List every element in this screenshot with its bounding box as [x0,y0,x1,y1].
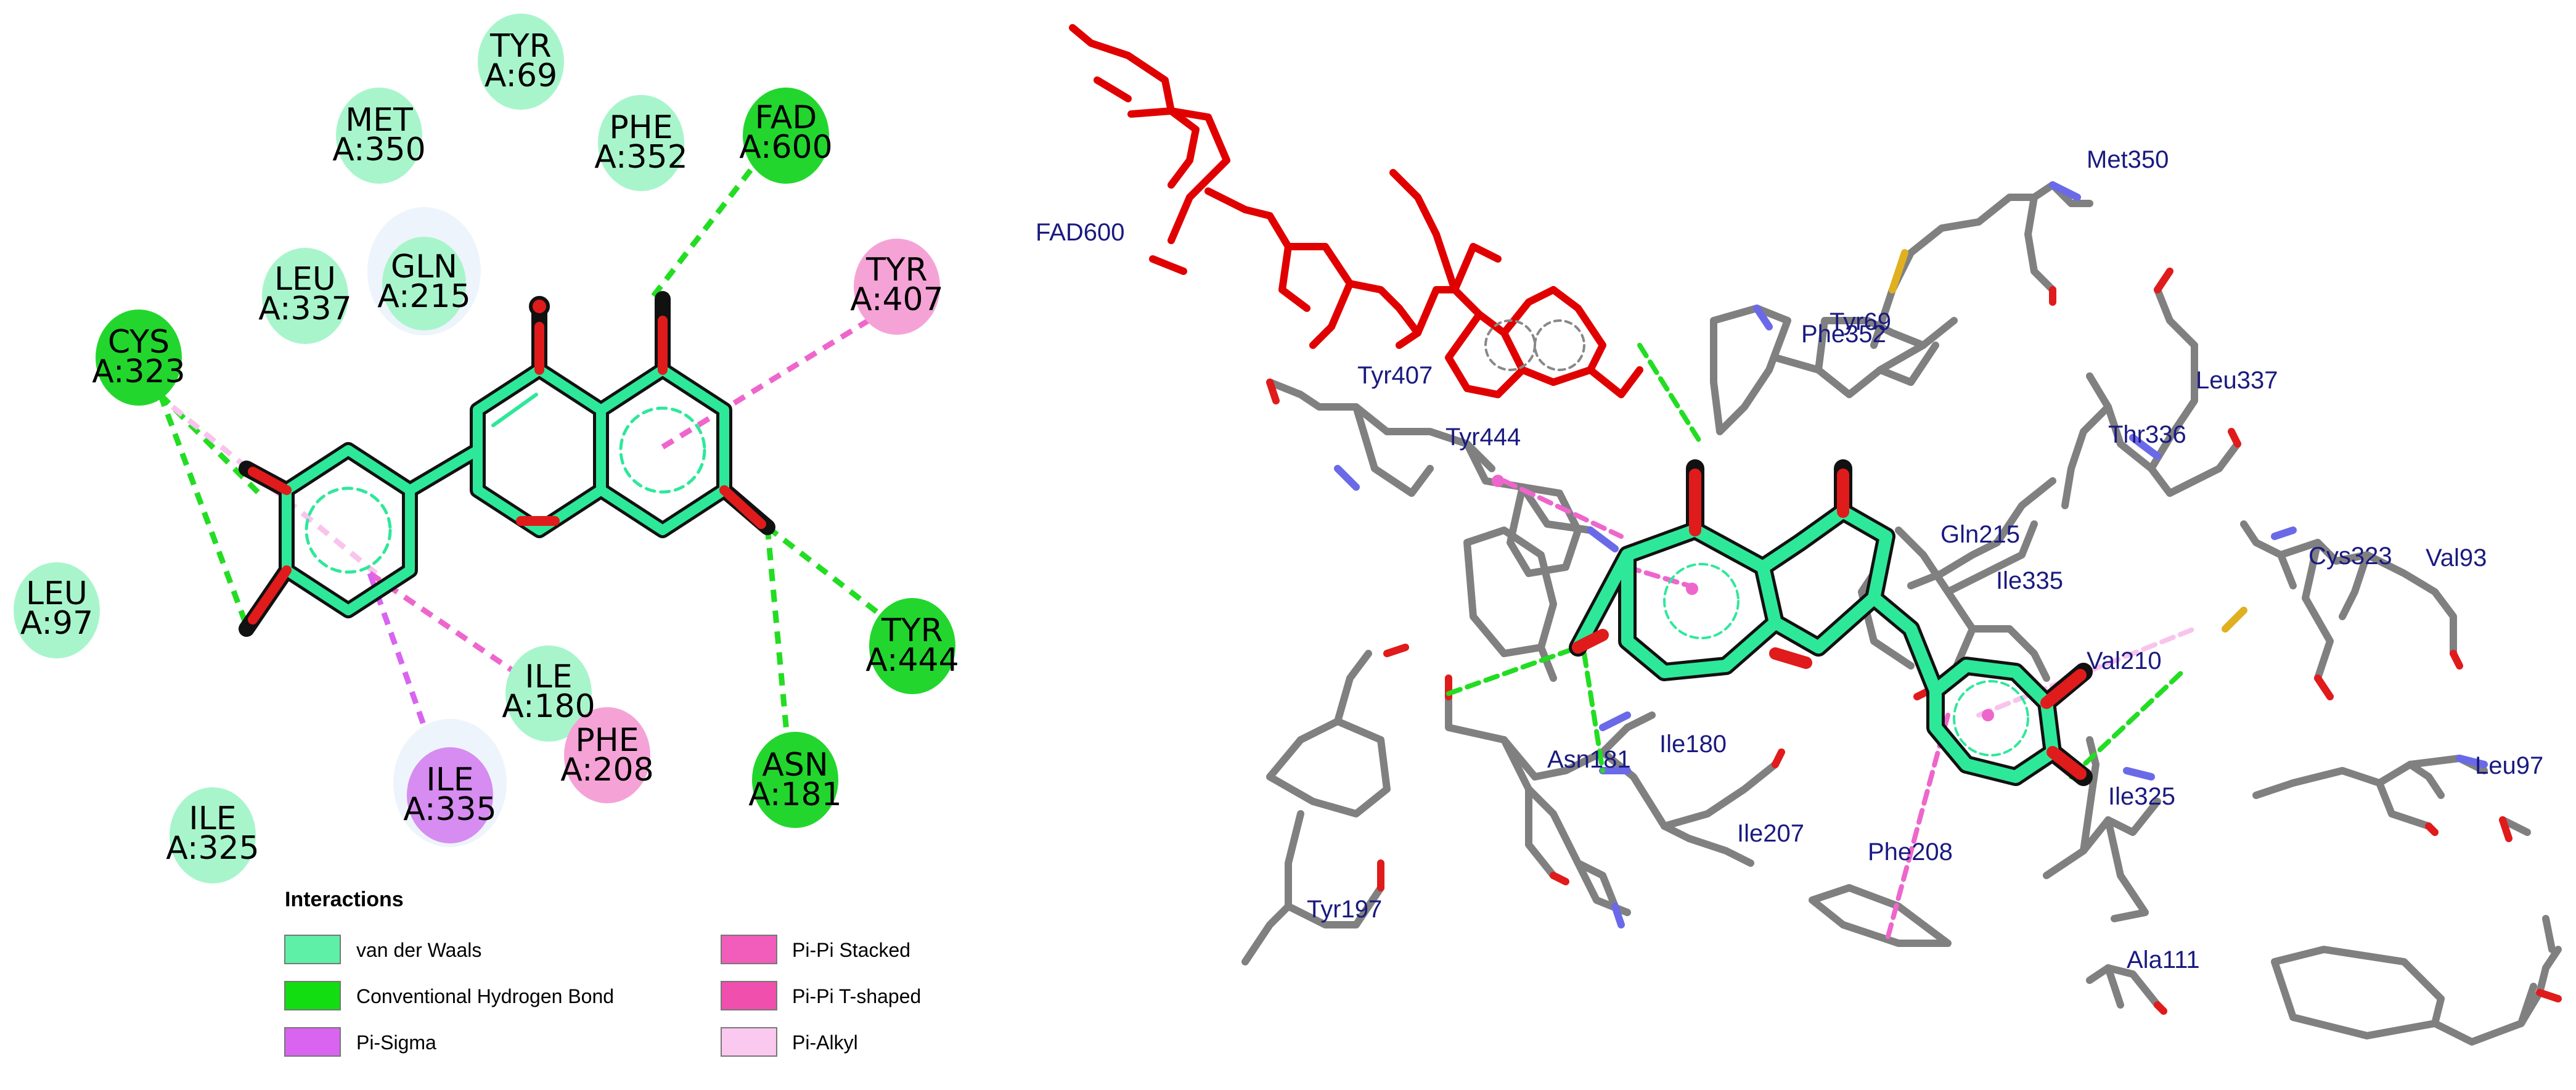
legend-swatch-pi-alkyl [721,1027,777,1057]
residue-ile180-name: ILE [525,658,572,695]
residue-ile325-name: ILE [189,800,236,837]
fad-cofactor [1069,24,1643,398]
residue-ile335-disc [407,747,493,843]
residue-leu97-name: LEU [26,575,88,612]
label-cys323: Cys323 [2308,543,2392,570]
residue-fad600-pos: A:600 [739,129,832,166]
label-val210: Val210 [2087,647,2162,674]
label-ile335: Ile335 [1996,567,2063,594]
label-ile207: Ile207 [1737,820,1804,847]
residue-cys323-disc [96,309,182,406]
residue-met350-pos: A:350 [332,131,425,168]
residue-leu97-pos: A:97 [20,605,93,642]
residue-leu97-disc [14,562,100,658]
binding-pose-3d: FAD600 Met350 Tyr69 Phe352 Leu337 Thr336… [1036,24,2562,1046]
legend-swatch-pi-stacked [721,935,777,964]
residue-phe352-pos: A:352 [594,139,687,176]
residue-phe352-name: PHE [609,109,673,146]
residue-ile335-pos: A:335 [403,791,496,828]
residue-asn181-pos: A:181 [748,776,841,813]
residue-tyr444-name: TYR [881,612,943,649]
hbond-tyr444 [766,525,893,625]
residue-gln215-disc [382,237,466,330]
label-asn181: Asn181 [1547,746,1631,773]
label-tyr444: Tyr444 [1445,424,1521,451]
residue-tyr69-disc [478,14,564,110]
label-gln215: Gln215 [1940,521,2020,548]
residue-tyr407-disc [854,239,940,335]
residue-tyr444-disc [869,598,955,694]
residue-met350-disc [336,88,422,184]
label-leu97: Leu97 [2475,752,2543,779]
residue-asn181-disc [752,732,838,828]
residue-met350-name: MET [345,102,413,139]
residue-cys323-name: CYS [108,324,170,361]
residue-discs [14,14,955,883]
label-fad600: FAD600 [1036,219,1125,246]
legend-swatch-vdw [284,935,341,964]
residue-gln215-pos: A:215 [377,278,470,315]
interactions-legend: Interactions van der Waals Conventional … [284,888,921,1057]
legend-swatch-pi-sigma [284,1027,341,1057]
hbond-fad600 [651,158,761,298]
residue-tyr407-name: TYR [865,252,928,289]
residue-leu337-disc [262,248,348,344]
residue-ile180-pos: A:180 [502,688,595,725]
label-thr336: Thr336 [2108,421,2186,448]
ring-b-aromatic [305,486,392,574]
residue-tyr69-name: TYR [489,28,552,65]
ligand-3d [1569,459,2093,786]
legend-label-hbond: Conventional Hydrogen Bond [356,985,614,1007]
ligand-2d-structure [239,291,775,637]
residue-gln215-name: GLN [391,248,457,285]
hbond-asn181 [764,527,792,759]
label-val93: Val93 [2426,544,2487,572]
protein-residue-sticks [1241,181,2562,1046]
residue-ile325-pos: A:325 [166,830,259,867]
legend-label-pi-tshaped: Pi-Pi T-shaped [792,985,921,1007]
residue-tyr407-pos: A:407 [850,281,943,318]
labels-3d: FAD600 Met350 Tyr69 Phe352 Leu337 Thr336… [1036,146,2543,973]
residue-phe208-disc [564,707,650,803]
residue-cys323-pos: A:323 [92,353,185,390]
label-met350: Met350 [2087,146,2169,173]
residue-ile180-disc [505,645,592,742]
residue-tyr444-pos: A:444 [865,642,959,679]
label-phe208: Phe208 [1868,838,1953,866]
label-phe352: Phe352 [1801,321,1886,348]
ring-a-aromatic [619,406,706,494]
label-ile325: Ile325 [2108,783,2175,810]
protein-sulfur-atoms [1889,249,2247,633]
residue-fad600-disc [743,88,829,184]
legend-swatch-pi-tshaped [721,981,777,1010]
legend-label-pi-sigma: Pi-Sigma [356,1031,436,1054]
label-tyr69: Tyr69 [1830,308,1891,335]
legend-label-pi-alkyl: Pi-Alkyl [792,1031,858,1054]
residue-asn181-name: ASN [762,747,828,784]
residue-leu337-pos: A:337 [258,290,351,327]
residue-leu337-name: LEU [274,261,336,298]
interaction-2d-diagram: TYR A:69 MET A:350 PHE A:352 FAD A:600 T… [14,14,959,1057]
residue-phe208-name: PHE [575,722,639,759]
label-tyr407: Tyr407 [1357,362,1433,389]
legend-label-vdw: van der Waals [356,939,481,961]
legend-label-pi-stacked: Pi-Pi Stacked [792,939,910,961]
residue-fad600-name: FAD [755,99,817,136]
residue-phe208-pos: A:208 [560,752,653,789]
label-tyr197: Tyr197 [1307,896,1382,923]
residue-phe352-disc [598,95,684,191]
protein-nitrogen-atoms [1334,181,2488,928]
residue-labels: TYR A:69 MET A:350 PHE A:352 FAD A:600 T… [20,28,959,867]
label-ala111: Ala111 [2127,946,2200,973]
residue-ile335-name: ILE [426,761,473,798]
residue-ile325-disc [170,787,256,883]
hbond-cys323-b [157,393,250,627]
label-leu337: Leu337 [2196,367,2278,394]
residue-tyr69-pos: A:69 [485,57,557,94]
legend-title: Interactions [285,888,404,911]
legend-swatch-hbond [284,981,341,1010]
pi-tyr407 [661,312,880,449]
label-ile180: Ile180 [1659,731,1727,758]
